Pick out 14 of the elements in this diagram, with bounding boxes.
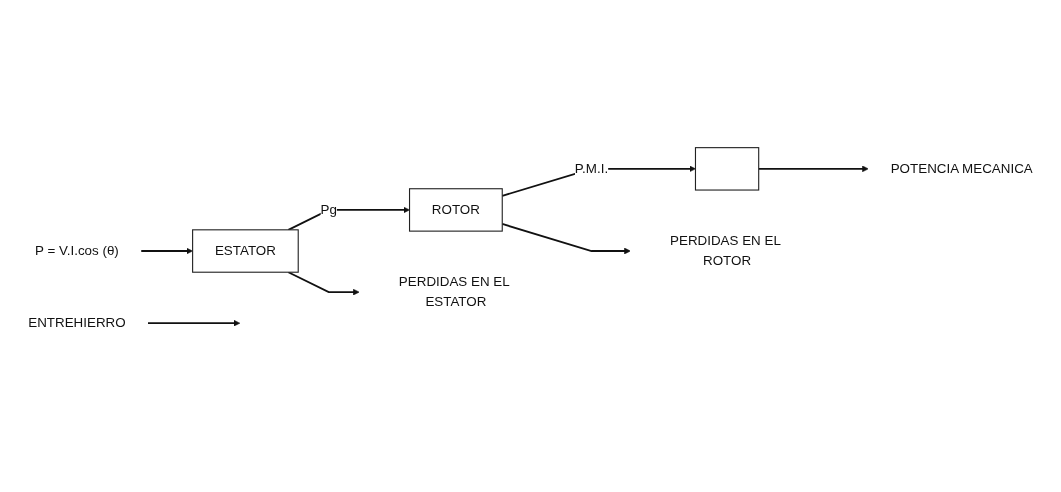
arrow [140, 247, 193, 255]
node-text: POTENCIA MECANICA [890, 161, 1033, 176]
node-bar [694, 147, 760, 191]
arrow [287, 206, 410, 231]
node-text: ENTREHIERRO [28, 315, 126, 331]
edge-label: P.M.I. [574, 161, 609, 176]
node-box: ESTATOR [192, 229, 299, 273]
node-text: PERDIDAS EN EL ROTOR [670, 233, 781, 269]
node-text: PERDIDAS EN EL ESTATOR [398, 274, 510, 310]
node-text: P = V.I.cos (θ) [35, 243, 119, 259]
node-box: ROTOR [409, 188, 503, 232]
edge-label: Pg [320, 202, 337, 217]
arrow [287, 271, 360, 296]
arrow [147, 319, 241, 327]
